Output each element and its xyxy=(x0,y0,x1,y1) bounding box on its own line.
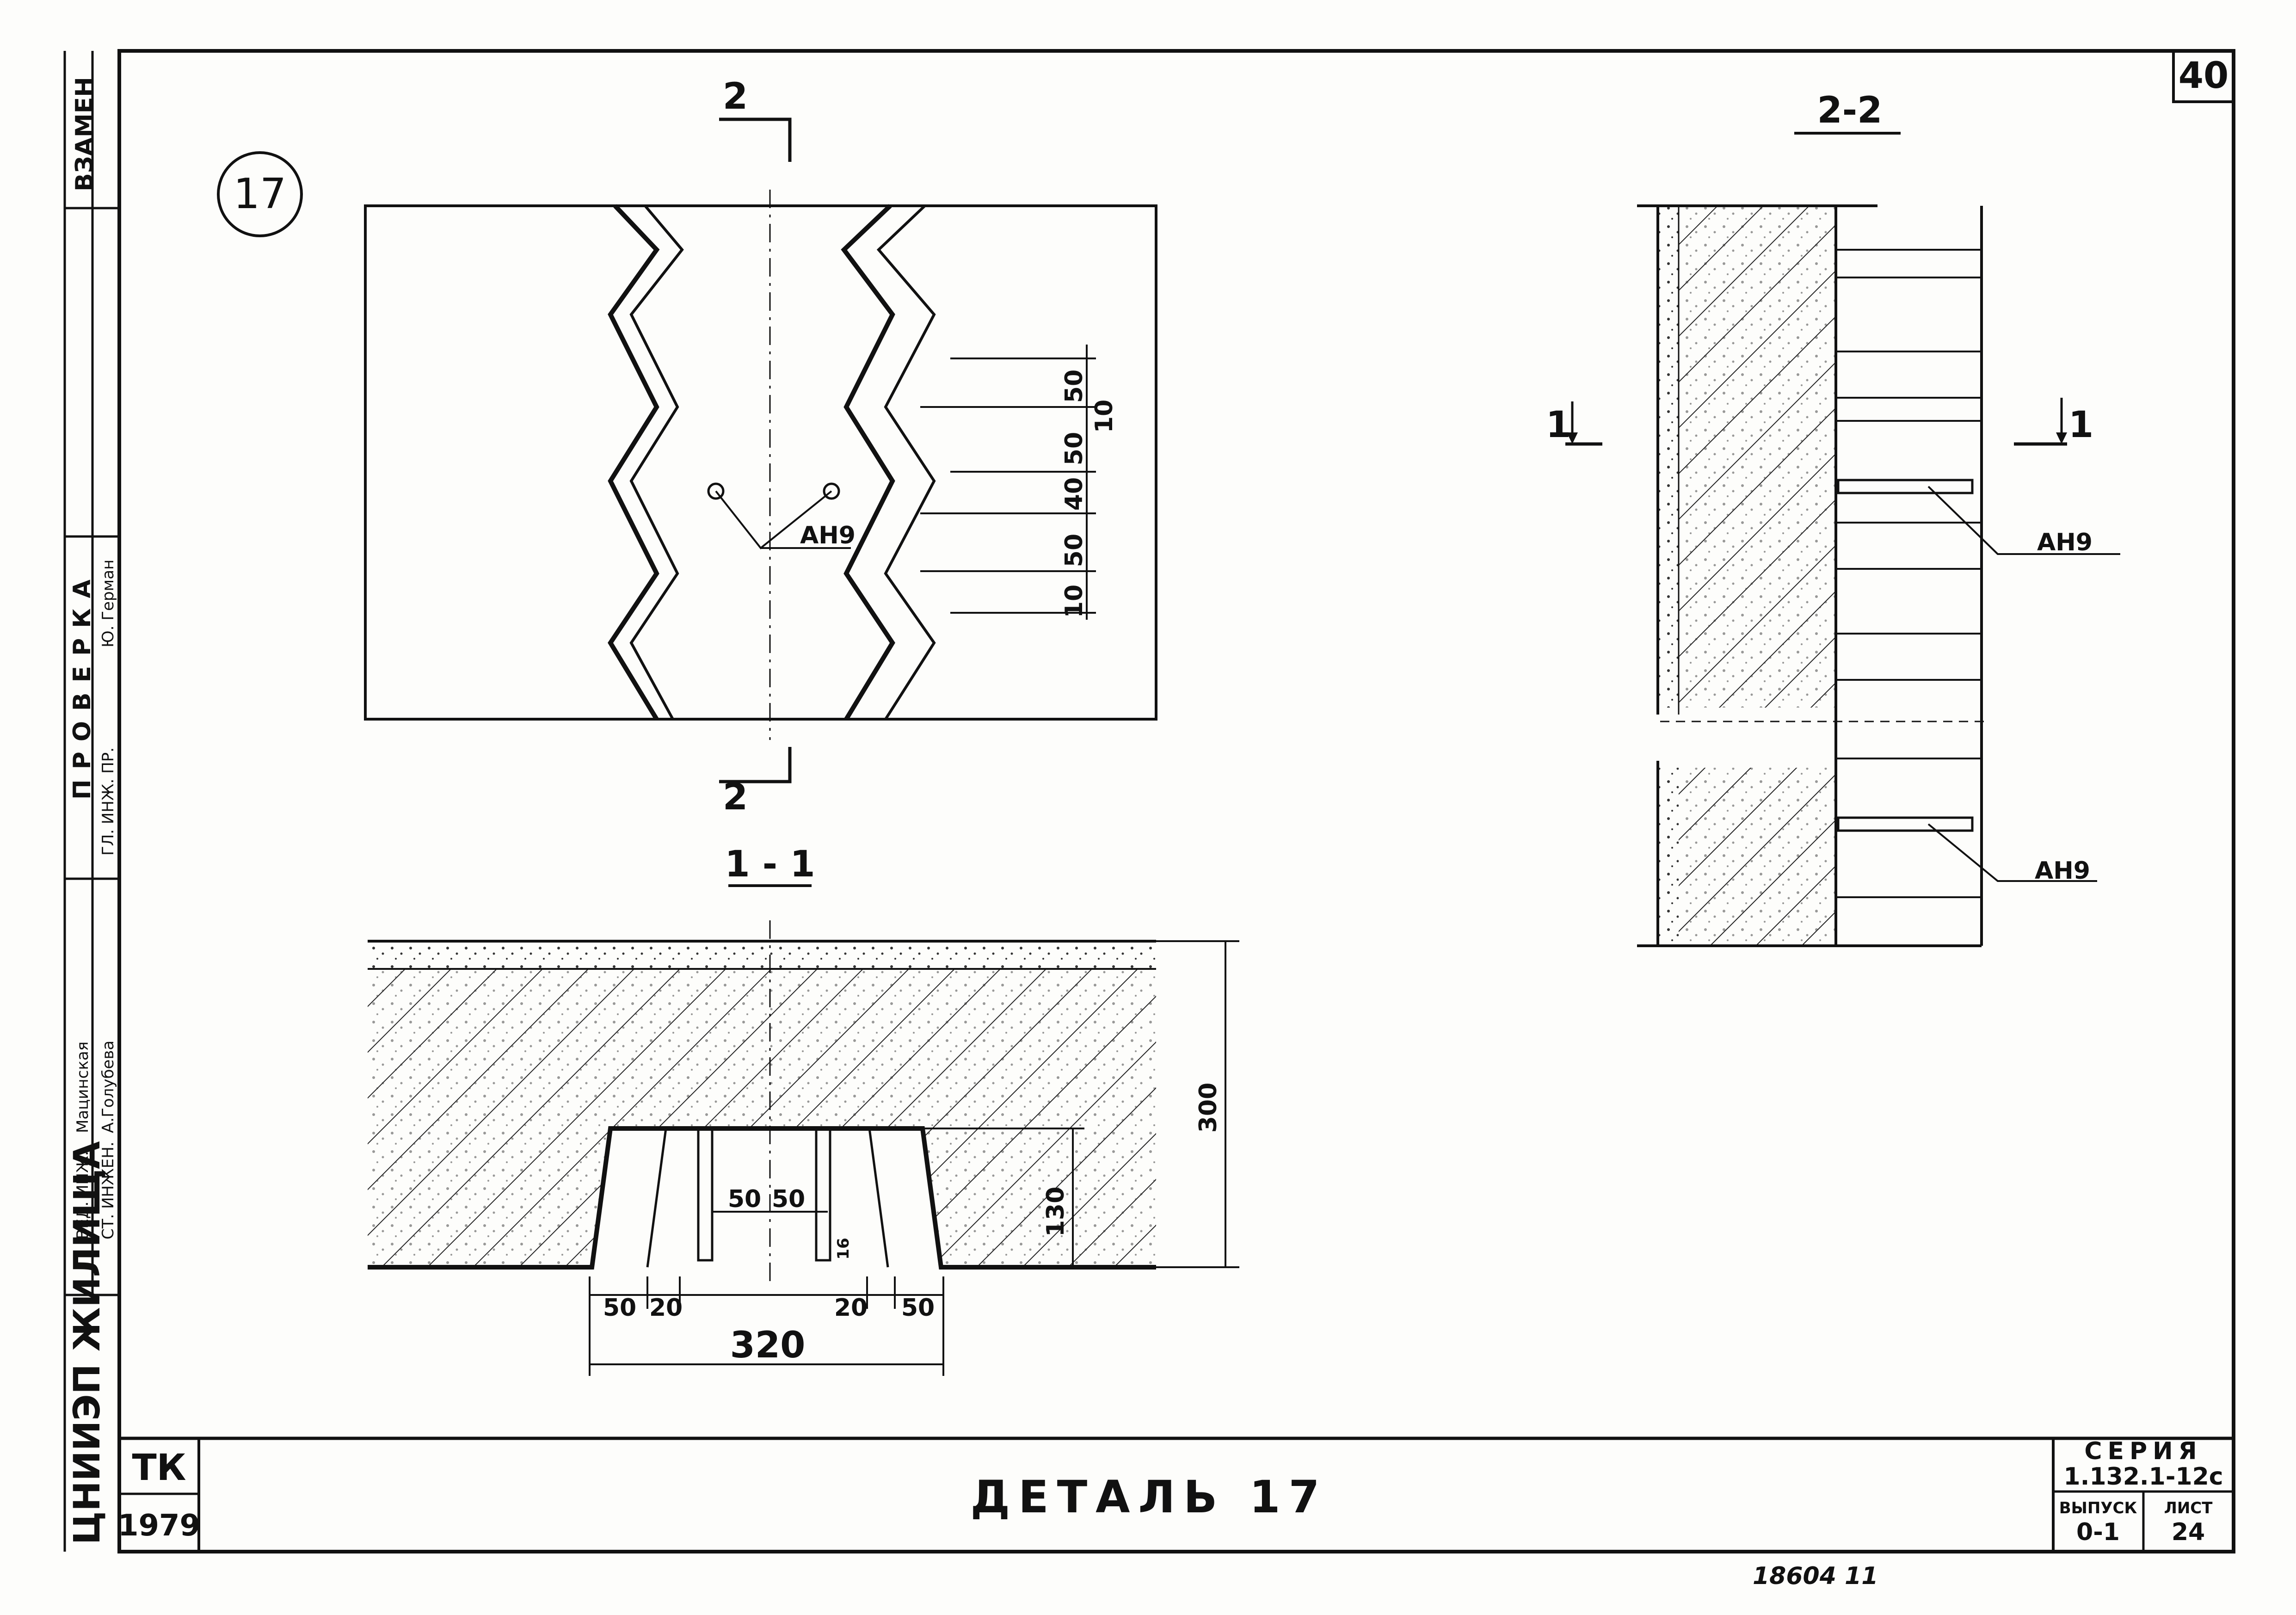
plan-dim-3: 50 xyxy=(1060,432,1088,465)
stamp-row2-role: СТ. ИНЖЕН. xyxy=(99,1141,117,1239)
s11-dim-4: 50 xyxy=(901,1294,935,1322)
stamp-row3-name: Ю. Герман xyxy=(99,560,117,647)
section-2-2-title: 2-2 xyxy=(1817,90,1883,131)
detail-marker: 17 xyxy=(217,151,303,237)
issue-label: ВЫПУСК xyxy=(2059,1499,2137,1517)
plan-dim-6: 10 xyxy=(1060,585,1088,618)
s11-height: 300 xyxy=(1194,1083,1222,1133)
series-label: СЕРИЯ xyxy=(2084,1437,2202,1465)
section-1-1-title: 1 - 1 xyxy=(725,844,815,885)
s11-inner-dim-2: 50 xyxy=(772,1185,805,1213)
stamp-replace: ВЗАМЕН xyxy=(71,77,98,191)
page-number: 40 xyxy=(2179,55,2229,97)
s11-groove-depth: 130 xyxy=(1042,1187,1070,1237)
s11-total-width: 320 xyxy=(730,1325,806,1366)
stamp-row3-role: ГЛ. ИНЖ. ПР. xyxy=(99,747,117,856)
org-code: ТК xyxy=(132,1447,186,1489)
plan-dim-1: 50 xyxy=(1060,370,1088,403)
org-name: ЦНИИЭП ЖИЛИЩА xyxy=(67,1141,108,1545)
svg-text:17: 17 xyxy=(234,170,287,218)
sheet-title: ДЕТАЛЬ 17 xyxy=(971,1471,1328,1523)
stamp-row2-name: А.Голубева xyxy=(99,1041,117,1133)
stamp-row1-name: Мацинская xyxy=(74,1042,92,1133)
s11-inner-dim-1: 50 xyxy=(728,1185,761,1213)
s22-section-mark-right: 1 xyxy=(2068,404,2093,446)
plan-section-mark-top: 2 xyxy=(723,76,748,117)
sheet-frame xyxy=(117,49,2235,1553)
series-value: 1.132.1-12с xyxy=(2063,1463,2223,1491)
org-year: 1979 xyxy=(118,1509,200,1543)
plan-dim-2: 10 xyxy=(1090,400,1118,433)
s11-dim-2: 20 xyxy=(649,1294,683,1322)
s22-rebar-label-2: АН9 xyxy=(2035,857,2090,885)
s22-rebar-label-1: АН9 xyxy=(2037,529,2093,556)
issue-value: 0-1 xyxy=(2076,1518,2120,1546)
plan-rebar-label: АН9 xyxy=(800,522,856,549)
stamp-check: ПРОВЕРКА xyxy=(68,569,96,800)
section-2-2 xyxy=(1565,204,2120,947)
plan-section-mark-bottom: 2 xyxy=(723,777,748,818)
s11-bar-offset: 16 xyxy=(834,1238,853,1259)
s11-dim-1: 50 xyxy=(603,1294,636,1322)
margin-stamp xyxy=(63,51,119,1552)
plan-view xyxy=(364,117,1157,783)
section-1-1 xyxy=(368,920,1239,1376)
sheet-label: ЛИСТ xyxy=(2164,1499,2213,1517)
s11-dim-3: 20 xyxy=(834,1294,868,1322)
sheet-value: 24 xyxy=(2172,1518,2205,1546)
plan-dim-4: 40 xyxy=(1060,477,1088,511)
s22-section-mark-left: 1 xyxy=(1546,404,1571,446)
plan-dim-5: 50 xyxy=(1060,534,1088,567)
stamp-row1-role: ВЕД. ИНЖ. xyxy=(74,1151,92,1239)
bottom-note: 18604 11 xyxy=(1753,1562,1878,1590)
